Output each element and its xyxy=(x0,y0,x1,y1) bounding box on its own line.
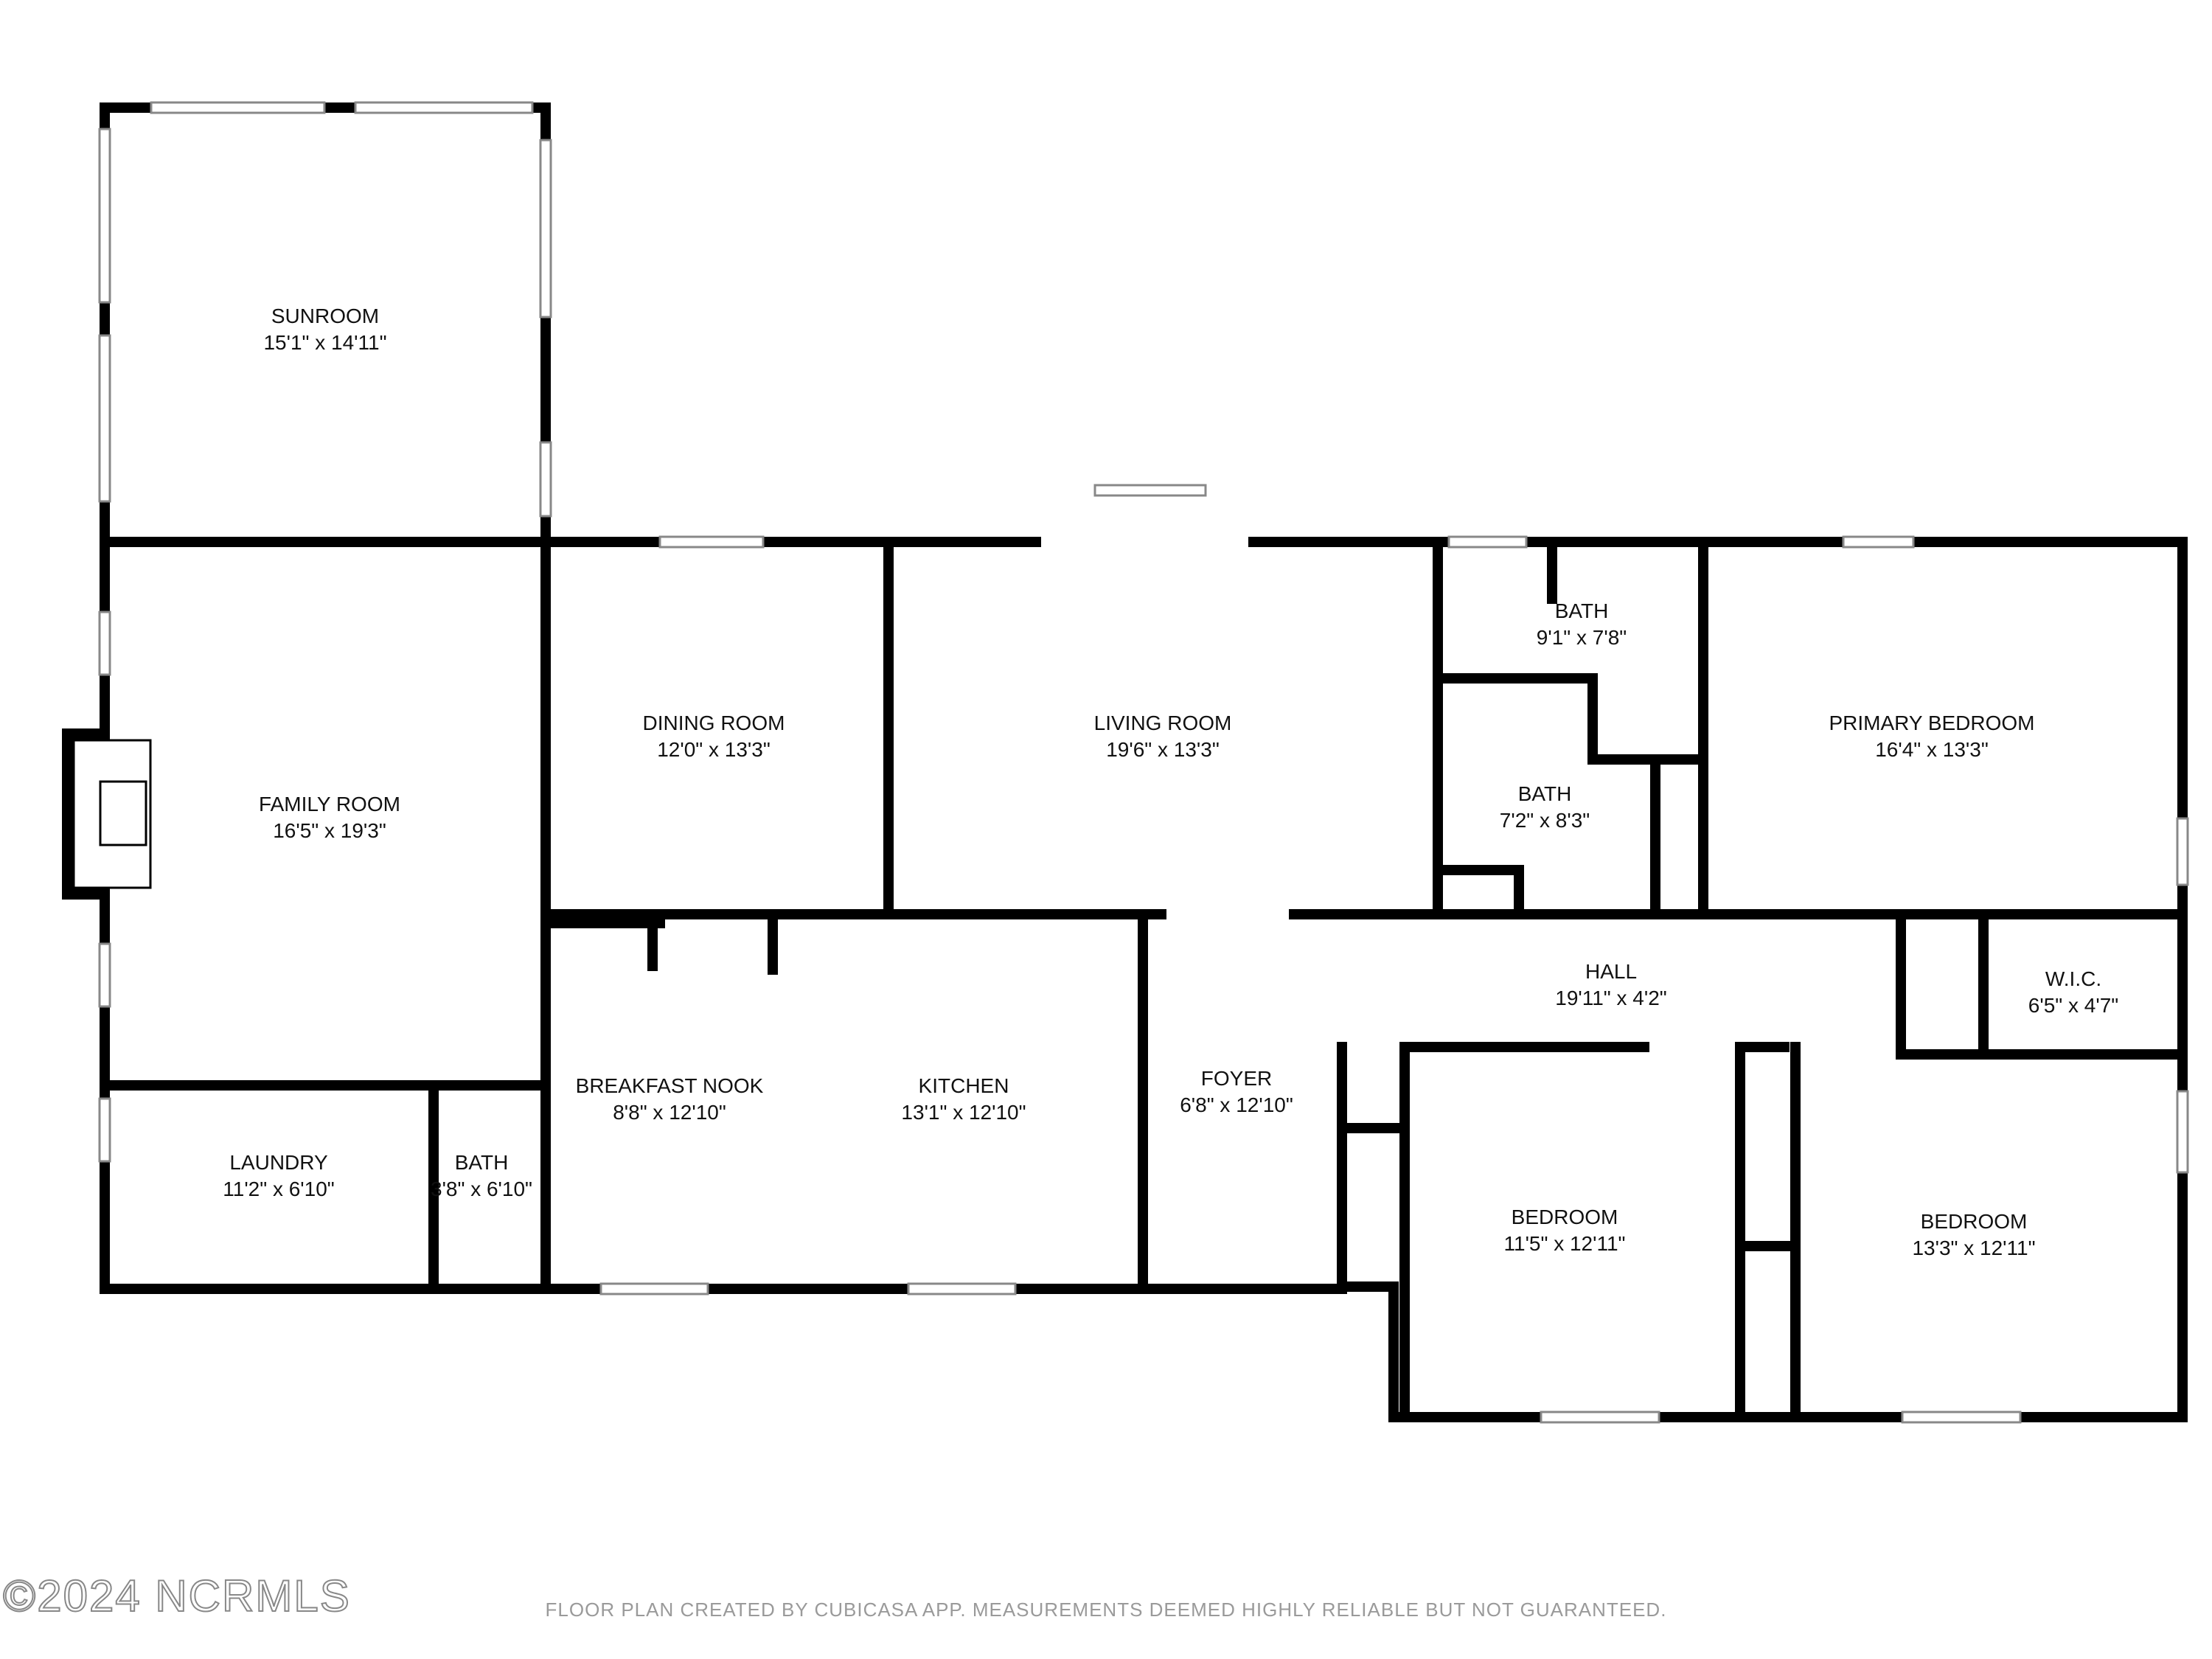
room-size-bath-upper: 9'1" x 7'8" xyxy=(1537,626,1627,649)
fireplace-icon xyxy=(62,728,152,900)
room-name-breakfast-nook: BREAKFAST NOOK xyxy=(576,1074,764,1097)
room-name-bath-middle: BATH xyxy=(1518,782,1572,805)
room-name-living-room: LIVING ROOM xyxy=(1094,712,1232,734)
room-name-kitchen: KITCHEN xyxy=(919,1074,1009,1097)
room-size-bedroom-2: 13'3" x 12'11" xyxy=(1912,1237,2035,1259)
room-name-bedroom-2: BEDROOM xyxy=(1921,1210,2028,1233)
windows xyxy=(98,101,2189,1424)
room-size-bedroom-1: 11'5" x 12'11" xyxy=(1504,1232,1626,1255)
room-size-bath-middle: 7'2" x 8'3" xyxy=(1500,809,1590,832)
room-name-hall: HALL xyxy=(1585,960,1637,983)
room-name-laundry: LAUNDRY xyxy=(229,1151,328,1174)
room-size-bath-lower: 3'8" x 6'10" xyxy=(431,1178,532,1200)
room-name-family-room: FAMILY ROOM xyxy=(259,793,400,815)
room-size-dining-room: 12'0" x 13'3" xyxy=(657,738,771,761)
room-name-primary-bedroom: PRIMARY BEDROOM xyxy=(1829,712,2034,734)
walls xyxy=(100,102,2188,1422)
room-size-sunroom: 15'1" x 14'11" xyxy=(263,331,386,354)
room-size-wic: 6'5" x 4'7" xyxy=(2028,994,2118,1017)
room-name-bath-lower: BATH xyxy=(455,1151,509,1174)
room-name-bath-upper: BATH xyxy=(1555,599,1609,622)
room-size-family-room: 16'5" x 19'3" xyxy=(273,819,386,842)
room-size-primary-bedroom: 16'4" x 13'3" xyxy=(1875,738,1989,761)
room-name-dining-room: DINING ROOM xyxy=(643,712,785,734)
room-name-foyer: FOYER xyxy=(1201,1067,1272,1090)
room-size-laundry: 11'2" x 6'10" xyxy=(223,1178,334,1200)
room-size-breakfast-nook: 8'8" x 12'10" xyxy=(613,1101,726,1124)
room-name-wic: W.I.C. xyxy=(2045,967,2101,990)
footer-disclaimer: FLOOR PLAN CREATED BY CUBICASA APP. MEAS… xyxy=(545,1599,1667,1621)
room-size-hall: 19'11" x 4'2" xyxy=(1555,987,1666,1009)
room-size-living-room: 19'6" x 13'3" xyxy=(1106,738,1220,761)
room-size-foyer: 6'8" x 12'10" xyxy=(1180,1093,1293,1116)
room-name-bedroom-1: BEDROOM xyxy=(1512,1206,1618,1228)
room-name-sunroom: SUNROOM xyxy=(271,305,379,327)
watermark: ©2024 NCRMLS xyxy=(2,1571,351,1621)
room-size-kitchen: 13'1" x 12'10" xyxy=(901,1101,1026,1124)
